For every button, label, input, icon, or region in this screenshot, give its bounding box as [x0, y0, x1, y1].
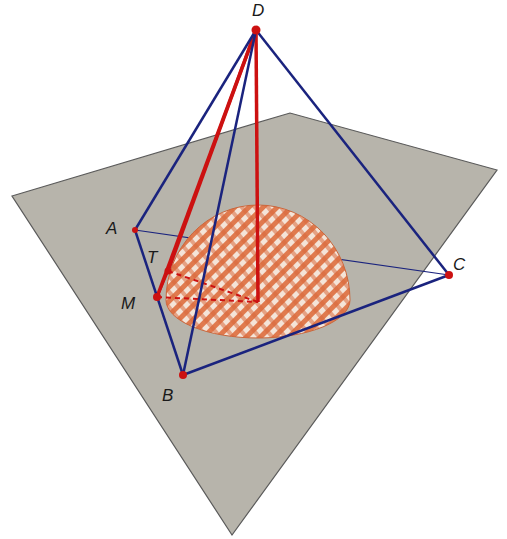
vertex-label: D [252, 2, 264, 19]
segment-to [168, 271, 258, 302]
vertex-label: B [162, 387, 173, 404]
vertex-label: C [453, 256, 465, 273]
vertex-points [132, 26, 453, 380]
height-do [256, 30, 258, 302]
segment-mo [157, 297, 258, 302]
pyramid-edges [135, 30, 449, 375]
plane [12, 113, 497, 535]
vertex-label: A [106, 220, 117, 237]
vertex-label: M [121, 295, 135, 312]
segment-dm [157, 30, 256, 297]
vertex-label: T [147, 249, 157, 266]
